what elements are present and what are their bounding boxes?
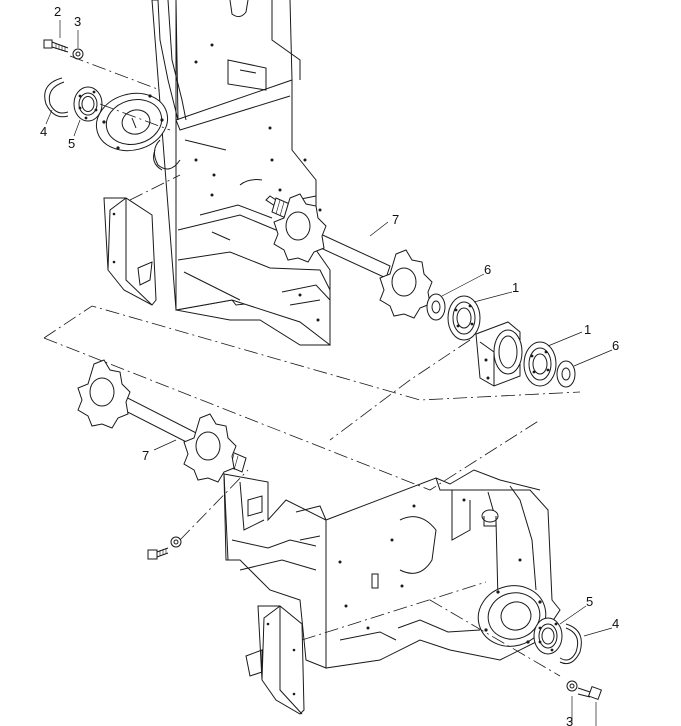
upper-bearing-housing [95, 92, 169, 152]
upper-sprocket-right [379, 249, 433, 319]
mid-spacer [556, 360, 576, 388]
callout-7-upper: 7 [392, 212, 399, 227]
lower-washer-right [566, 680, 578, 692]
callout-labels: 2 3 4 5 7 6 1 1 6 7 5 4 3 [40, 4, 619, 726]
upper-ball-bearing [447, 295, 481, 341]
mid-ball-bearing [523, 341, 557, 387]
lower-bolt-left [147, 547, 169, 560]
lower-circlip [559, 623, 582, 665]
callout-3-upper: 3 [74, 14, 81, 29]
callout-7-lower: 7 [142, 448, 149, 463]
upper-guard-plate [103, 197, 157, 306]
lower-bearing-housing [477, 585, 547, 647]
lower-bolt-right [577, 685, 603, 701]
upper-spacer [426, 293, 446, 321]
upper-frame-plate [151, 0, 331, 347]
lower-guard-plate [245, 605, 305, 715]
lower-sprocket-left [77, 359, 131, 429]
callout-leaders [45, 20, 613, 726]
callout-4-lower: 4 [612, 616, 619, 631]
callout-3-lower: 3 [566, 714, 573, 726]
callout-6-mid: 6 [612, 338, 619, 353]
callout-5-lower: 5 [586, 594, 593, 609]
callout-6-upper: 6 [484, 262, 491, 277]
assembly-center-lines [43, 55, 581, 677]
lower-bearing [533, 617, 563, 655]
callout-5-upper: 5 [68, 136, 75, 151]
bearing-block [475, 321, 523, 387]
upper-bearing [73, 86, 103, 122]
callout-2: 2 [54, 4, 61, 19]
upper-sprocket-left [273, 193, 327, 263]
callout-1-mid: 1 [584, 322, 591, 337]
lower-washer-left [170, 536, 182, 548]
upper-bolt [43, 39, 69, 53]
callout-1-upper: 1 [512, 280, 519, 295]
upper-circlip [44, 77, 69, 118]
lower-sprocket-right [183, 413, 237, 483]
callout-4-upper: 4 [40, 124, 47, 139]
